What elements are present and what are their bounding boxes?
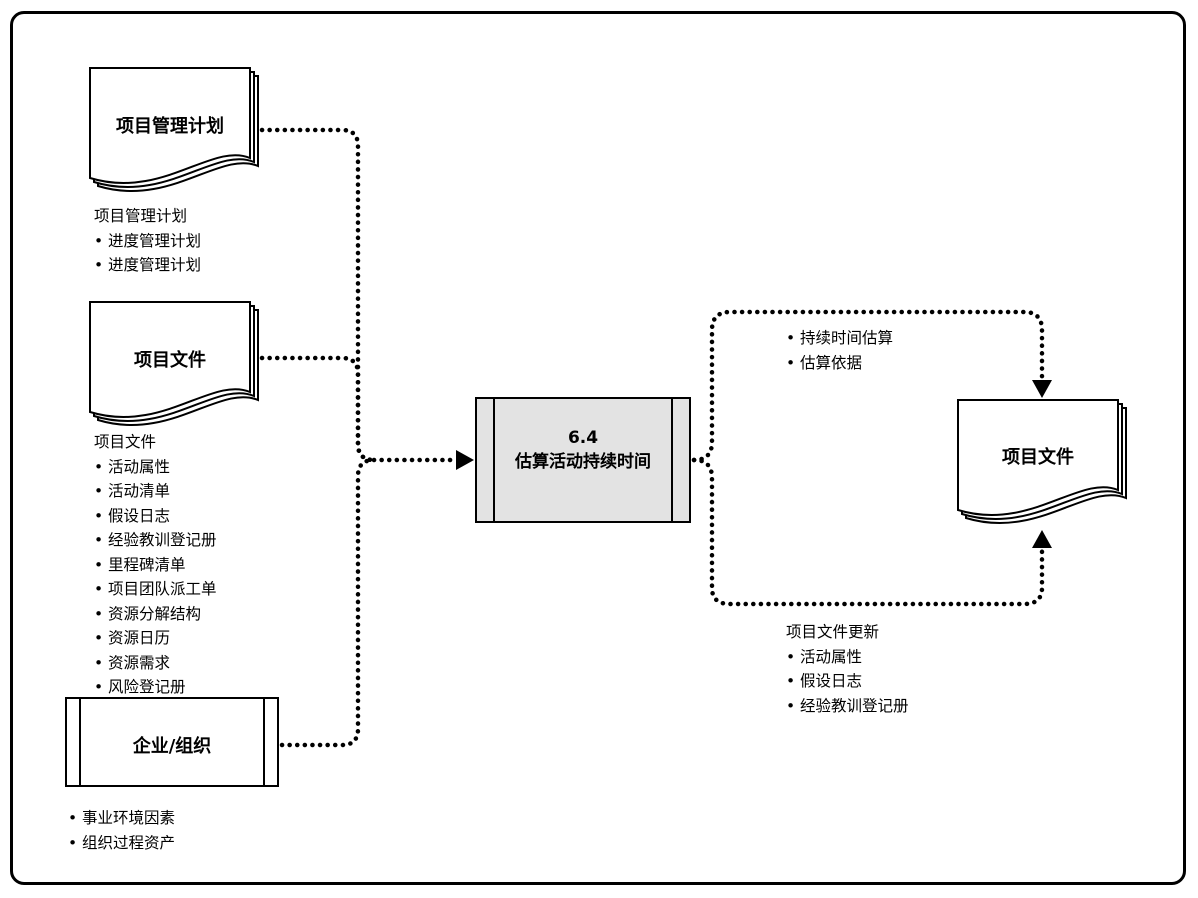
- docs-document-title: 项目文件: [134, 350, 206, 371]
- process-name: 估算活动持续时间: [515, 452, 651, 472]
- arrow-to-output-bottom-icon: [1032, 530, 1052, 548]
- docs-document-icon: [89, 301, 259, 426]
- arrow-to-output-top-icon: [1032, 380, 1052, 398]
- plan-input-heading: 项目管理计划: [94, 207, 188, 225]
- list-item: 持续时间估算: [786, 326, 893, 351]
- list-item: 经验教训登记册: [94, 528, 217, 553]
- list-item: 进度管理计划: [94, 253, 201, 278]
- plan-connector-line: [259, 127, 377, 463]
- list-item: 资源日历: [94, 626, 217, 651]
- list-item: 事业环境因素: [68, 806, 175, 831]
- list-item: 经验教训登记册: [786, 694, 909, 719]
- output-docs-heading: 项目文件更新: [786, 623, 880, 641]
- org-connector-line: [279, 457, 377, 748]
- diagram-frame: [10, 11, 1186, 885]
- list-item: 活动属性: [94, 455, 217, 480]
- docs-input-heading: 项目文件: [94, 433, 157, 451]
- docs-connector-line: [259, 355, 377, 463]
- output-docs-list: 项目文件更新 活动属性 假设日志 经验教训登记册: [786, 620, 909, 718]
- docs-input-list: 项目文件 活动属性 活动清单 假设日志 经验教训登记册 里程碑清单 项目团队派工…: [94, 430, 217, 700]
- output-bottom-connector-line: [691, 457, 1045, 607]
- list-item: 假设日志: [786, 669, 909, 694]
- output-top-connector-line: [691, 309, 1045, 463]
- list-item: 里程碑清单: [94, 553, 217, 578]
- list-item: 资源分解结构: [94, 602, 217, 627]
- process-number: 6.4: [567, 428, 599, 448]
- list-item: 组织过程资产: [68, 831, 175, 856]
- list-item: 风险登记册: [94, 675, 217, 700]
- org-box-title: 企业/组织: [132, 736, 212, 757]
- process-label: 6.4 估算活动持续时间: [476, 426, 690, 474]
- plan-document-title: 项目管理计划: [116, 116, 224, 137]
- arrow-to-process-icon: [456, 450, 474, 470]
- plan-input-list: 项目管理计划 进度管理计划 进度管理计划: [94, 204, 201, 278]
- org-box-icon: [65, 697, 279, 787]
- list-item: 估算依据: [786, 351, 893, 376]
- process-box: [475, 397, 691, 523]
- list-item: 假设日志: [94, 504, 217, 529]
- list-item: 活动属性: [786, 645, 909, 670]
- list-item: 活动清单: [94, 479, 217, 504]
- org-input-list: 事业环境因素 组织过程资产: [68, 806, 175, 855]
- output-top-list: 持续时间估算 估算依据: [786, 326, 893, 375]
- list-item: 资源需求: [94, 651, 217, 676]
- plan-document-icon: [89, 67, 259, 192]
- output-docs-document-title: 项目文件: [1002, 447, 1074, 468]
- list-item: 进度管理计划: [94, 229, 201, 254]
- output-docs-document-icon: [957, 399, 1127, 524]
- list-item: 项目团队派工单: [94, 577, 217, 602]
